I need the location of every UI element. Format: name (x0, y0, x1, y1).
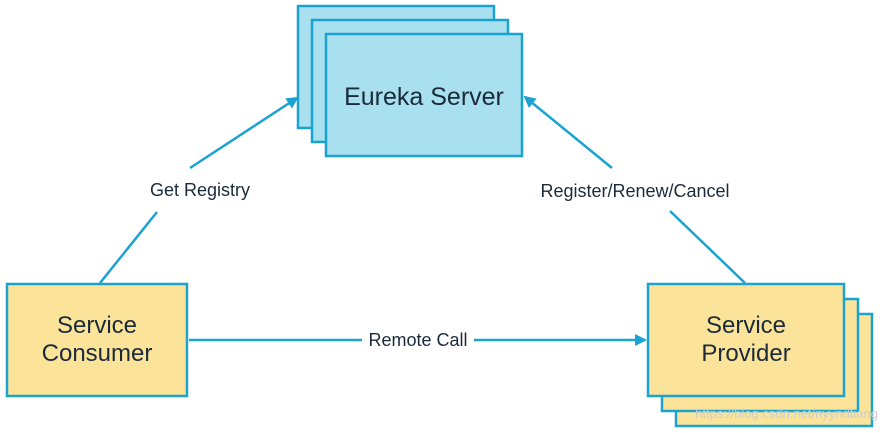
service-provider-node: Service Provider (646, 282, 874, 428)
service-consumer-node: Service Consumer (5, 282, 189, 398)
edge-remote-call: Remote Call (189, 330, 647, 350)
register-renew-cancel-label: Register/Renew/Cancel (540, 181, 729, 201)
get-registry-label: Get Registry (150, 180, 250, 200)
service-consumer-label-line2: Consumer (42, 340, 153, 367)
edge-get-registry: Get Registry (99, 96, 299, 284)
service-provider-box (646, 282, 846, 398)
service-consumer-label-line1: Service (57, 312, 137, 339)
service-provider-label-line1: Service (706, 312, 786, 339)
edge-register-renew-cancel: Register/Renew/Cancel (523, 95, 746, 284)
service-provider-label-line2: Provider (701, 340, 790, 367)
eureka-server-node: Eureka Server (296, 4, 524, 158)
register-arrow-lower (669, 210, 746, 284)
eureka-server-label: Eureka Server (344, 83, 504, 111)
register-arrow-upper (523, 95, 613, 169)
get-registry-arrow-upper (189, 96, 299, 170)
service-consumer-box (5, 282, 189, 398)
eureka-server-box (324, 32, 524, 158)
get-registry-arrow-lower (99, 211, 158, 284)
watermark-text: https://blog.csdn.net/nyyndtiang (695, 406, 878, 421)
remote-call-label: Remote Call (368, 330, 467, 350)
